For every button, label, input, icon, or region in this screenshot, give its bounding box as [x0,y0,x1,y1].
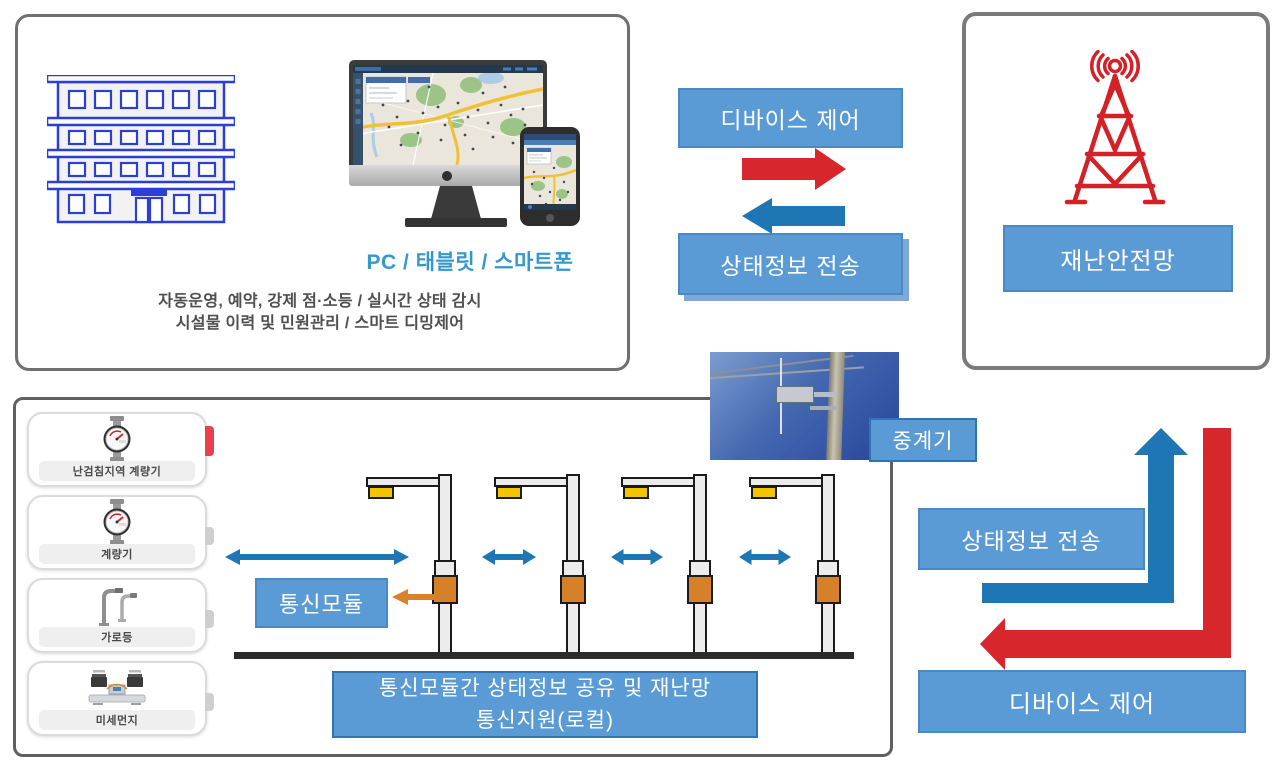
comm-module-on-pole [560,575,586,604]
uplink-status-transfer-label: 상태정보 전송 [678,233,903,295]
monitor-base [405,218,507,227]
backhaul-flow-arrows [980,428,1231,670]
device-card-label: 미세먼지 [39,710,195,730]
card-tab [205,426,214,456]
streetlight-pole-1 [366,474,458,658]
card-tab [205,610,214,628]
device-card-label: 가로등 [39,627,195,647]
repeater-photo [710,352,899,460]
device-card-meter-remote: 난검침지역 계량기 [27,412,214,487]
mount-bracket [806,392,836,397]
meter-icon [29,416,205,462]
comm-module-on-pole [432,575,458,604]
streetlight-icon [29,582,205,628]
caption-line-2: 통신지원(로컬) [476,708,614,732]
mesh-arrow-4 [739,549,791,565]
comm-module-on-pole [815,575,841,604]
comm-module-on-pole [687,575,713,604]
comm-module-label: 통신모듈 [255,578,388,628]
mesh-arrow-1 [225,549,409,565]
comm-module-pointer-arrow [392,589,434,605]
device-card-label: 난검침지역 계량기 [39,461,195,481]
mesh-arrow-3 [611,549,663,565]
repeater-label: 중계기 [869,418,977,462]
device-card-fine-dust: 미세먼지 [27,661,214,736]
card-tab [205,693,214,711]
device-card-streetlight: 가로등 [27,578,214,653]
mesh-arrow-2 [482,549,536,565]
device-control-arrow-down-left [980,428,1231,670]
uplink-device-control-label: 디바이스 제어 [678,88,903,148]
caption-line-1: 통신모듈간 상태정보 공유 및 재난망 [378,677,712,700]
function-description-line1: 자동운영, 예약, 강제 점·소등 / 실시간 상태 감시 [158,293,482,310]
backhaul-status-transfer-label: 상태정보 전송 [918,508,1145,570]
monitor-stand [431,186,481,219]
dust-sensor-icon [29,665,205,711]
backhaul-device-control-label: 디바이스 제어 [918,670,1246,733]
disaster-network-label: 재난안전망 [1003,225,1233,292]
card-tab [205,527,214,545]
building-icon [47,75,235,224]
streetlight-pole-2 [494,474,586,658]
status-transfer-arrow-left [742,198,845,234]
ground-line [234,652,854,659]
streetlight-pole-4 [749,474,841,658]
disaster-antenna-icon [1064,50,1166,205]
uplink-flow-arrows [742,148,846,234]
device-card-meter: 계량기 [27,495,214,570]
lamp-head [623,486,649,499]
lamp-head [368,486,394,499]
streetlight-pole-3 [621,474,713,658]
phone-home-button [546,214,554,222]
meter-icon [29,499,205,545]
repeater-device [776,386,814,403]
smartphone-map-screen [524,134,576,210]
status-transfer-arrow-up [982,428,1188,603]
local-network-caption: 통신모듈간 상태정보 공유 및 재난망 통신지원(로컬) [332,671,758,738]
lamp-head [751,486,777,499]
mount-bracket [810,406,836,410]
map-screen [353,65,543,165]
lamp-head [496,486,522,499]
device-card-label: 계량기 [39,544,195,564]
device-control-arrow-right [742,148,846,190]
function-description-line2: 시설물 이력 및 민원관리 / 스마트 디밍제어 [175,315,465,332]
pc-tablet-phone-label: PC / 태블릿 / 스마트폰 [366,251,574,274]
monitor-logo-dot [442,171,452,181]
